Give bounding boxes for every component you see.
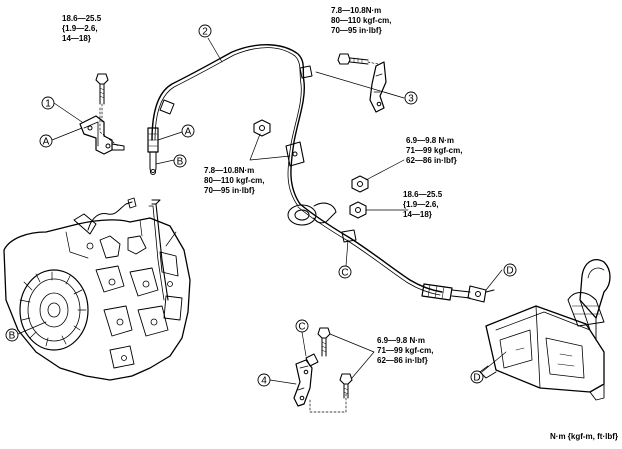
bracket-4 (293, 327, 353, 407)
svg-text:C: C (298, 322, 305, 333)
callout-c-lower: C (295, 319, 309, 333)
callouts: 1 2 3 4 A A B B (5, 24, 517, 387)
callout-d-lower: D (470, 370, 484, 384)
bracket-1 (79, 73, 125, 155)
svg-text:4: 4 (261, 376, 267, 387)
torque-spec-right-lower: 18.6—25.5 {1.9—2.6, 14—18} (403, 190, 443, 219)
svg-text:1: 1 (45, 99, 51, 110)
svg-text:B: B (9, 331, 16, 342)
callout-c-upper: C (338, 265, 352, 279)
torque-spec-top-left: 18.6—25.5 {1.9—2.6, 14—18} (62, 14, 102, 43)
leader-lines (17, 37, 507, 413)
callout-2: 2 (198, 24, 212, 38)
torque-spec-bottom: 6.9—9.8 N·m 71—99 kgf-cm, 62—86 in·lbf} (377, 336, 434, 365)
callout-1: 1 (41, 96, 55, 110)
torque-spec-middle: 7.8—10.8N·m 80—110 kgf-cm, 70—95 in·lbf} (204, 166, 265, 195)
svg-text:A: A (185, 127, 192, 138)
callout-3: 3 (404, 91, 418, 105)
torque-spec-right-upper: 6.9—9.8 N·m 71—99 kgf-cm, 62—86 in·lbf} (406, 136, 463, 165)
svg-text:A: A (43, 137, 50, 148)
unit-legend: N·m {kgf-m, ft·lbf} (550, 432, 618, 441)
shift-lever-assembly (479, 259, 611, 401)
bracket-3 (337, 53, 387, 113)
svg-text:B: B (177, 157, 184, 168)
nuts-and-bolts (253, 119, 369, 219)
transaxle (3, 197, 191, 381)
svg-text:3: 3 (408, 94, 414, 105)
shift-cable (147, 44, 495, 303)
callout-b-lower: B (5, 328, 19, 342)
svg-text:2: 2 (202, 27, 208, 38)
callout-a-left: A (39, 134, 53, 148)
svg-text:C: C (341, 268, 348, 279)
callout-d-upper: D (503, 263, 517, 277)
callout-a-right: A (181, 124, 195, 138)
callout-b-upper: B (173, 154, 187, 168)
torque-spec-top-right: 7.8—10.8N·m 80—110 kgf-cm, 70—95 in·lbf} (331, 6, 392, 35)
callout-4: 4 (257, 373, 271, 387)
svg-text:D: D (506, 266, 513, 277)
svg-text:D: D (473, 373, 480, 384)
